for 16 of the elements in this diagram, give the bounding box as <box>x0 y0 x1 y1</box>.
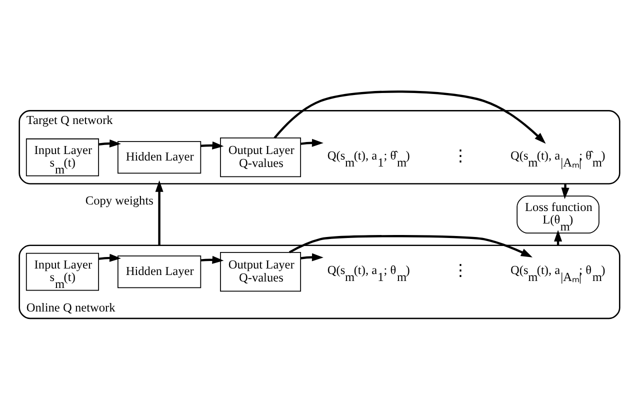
label: ⋮ <box>452 262 468 280</box>
arrow <box>200 141 224 150</box>
arrow <box>274 90 546 144</box>
node-box: Output Layer Q-values <box>220 252 302 292</box>
arrow <box>300 253 324 262</box>
label: ⋮ <box>452 148 468 166</box>
arrow <box>288 235 532 258</box>
node-box: Hidden Layer <box>118 256 202 288</box>
node-box: Output Layer Q-values <box>220 138 302 178</box>
edge-label: Copy weights <box>85 194 154 208</box>
arrow <box>200 256 224 264</box>
node-box: Hidden Layer <box>118 141 202 174</box>
arrow <box>155 180 164 246</box>
arrow <box>98 139 122 148</box>
arrow <box>300 138 324 147</box>
arrow <box>98 254 122 262</box>
